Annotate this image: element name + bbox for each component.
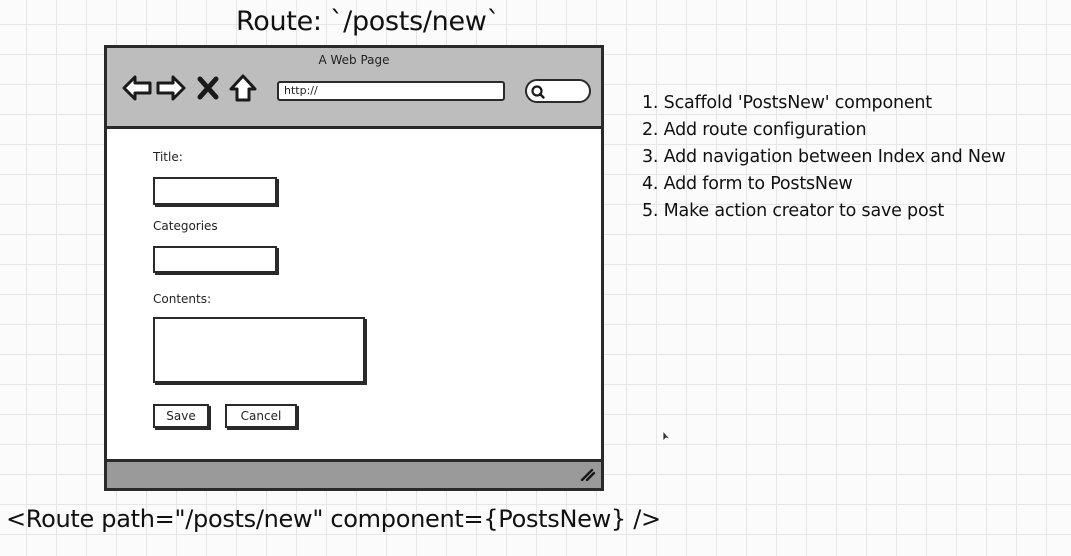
window-title: A Web Page xyxy=(318,53,390,67)
save-button[interactable]: Save xyxy=(153,404,209,428)
search-box[interactable] xyxy=(525,79,591,103)
step-item: 2. Add route configuration xyxy=(642,120,867,140)
browser-mockup: A Web Page http:// Title: Ca xyxy=(104,45,604,491)
home-icon[interactable] xyxy=(227,72,259,104)
categories-label: Categories xyxy=(153,219,218,233)
step-item: 1. Scaffold 'PostsNew' component xyxy=(642,93,932,113)
browser-toolbar: A Web Page http:// xyxy=(107,48,601,129)
cancel-button[interactable]: Cancel xyxy=(225,404,297,428)
url-input[interactable]: http:// xyxy=(277,81,505,101)
close-x-icon[interactable] xyxy=(195,72,221,104)
back-arrow-icon[interactable] xyxy=(121,72,153,104)
step-item: 3. Add navigation between Index and New xyxy=(642,147,1006,167)
search-icon xyxy=(531,85,545,99)
status-bar xyxy=(107,459,601,488)
steps-list: 1. Scaffold 'PostsNew' component 2. Add … xyxy=(642,90,1006,225)
resize-grip-icon[interactable] xyxy=(579,467,595,481)
route-code-line: <Route path="/posts/new" component={Post… xyxy=(6,505,661,533)
categories-input[interactable] xyxy=(153,246,277,273)
step-item: 4. Add form to PostsNew xyxy=(642,174,853,194)
title-label: Title: xyxy=(153,150,183,164)
forward-arrow-icon[interactable] xyxy=(155,72,187,104)
step-item: 5. Make action creator to save post xyxy=(642,201,945,221)
mouse-cursor-icon xyxy=(662,430,672,442)
contents-textarea[interactable] xyxy=(153,317,365,383)
title-input[interactable] xyxy=(153,177,277,205)
page-content: Title: Categories Contents: Save Cancel xyxy=(107,129,601,462)
contents-label: Contents: xyxy=(153,292,212,306)
nav-icons xyxy=(121,72,265,104)
page-heading: Route: `/posts/new` xyxy=(236,6,500,37)
